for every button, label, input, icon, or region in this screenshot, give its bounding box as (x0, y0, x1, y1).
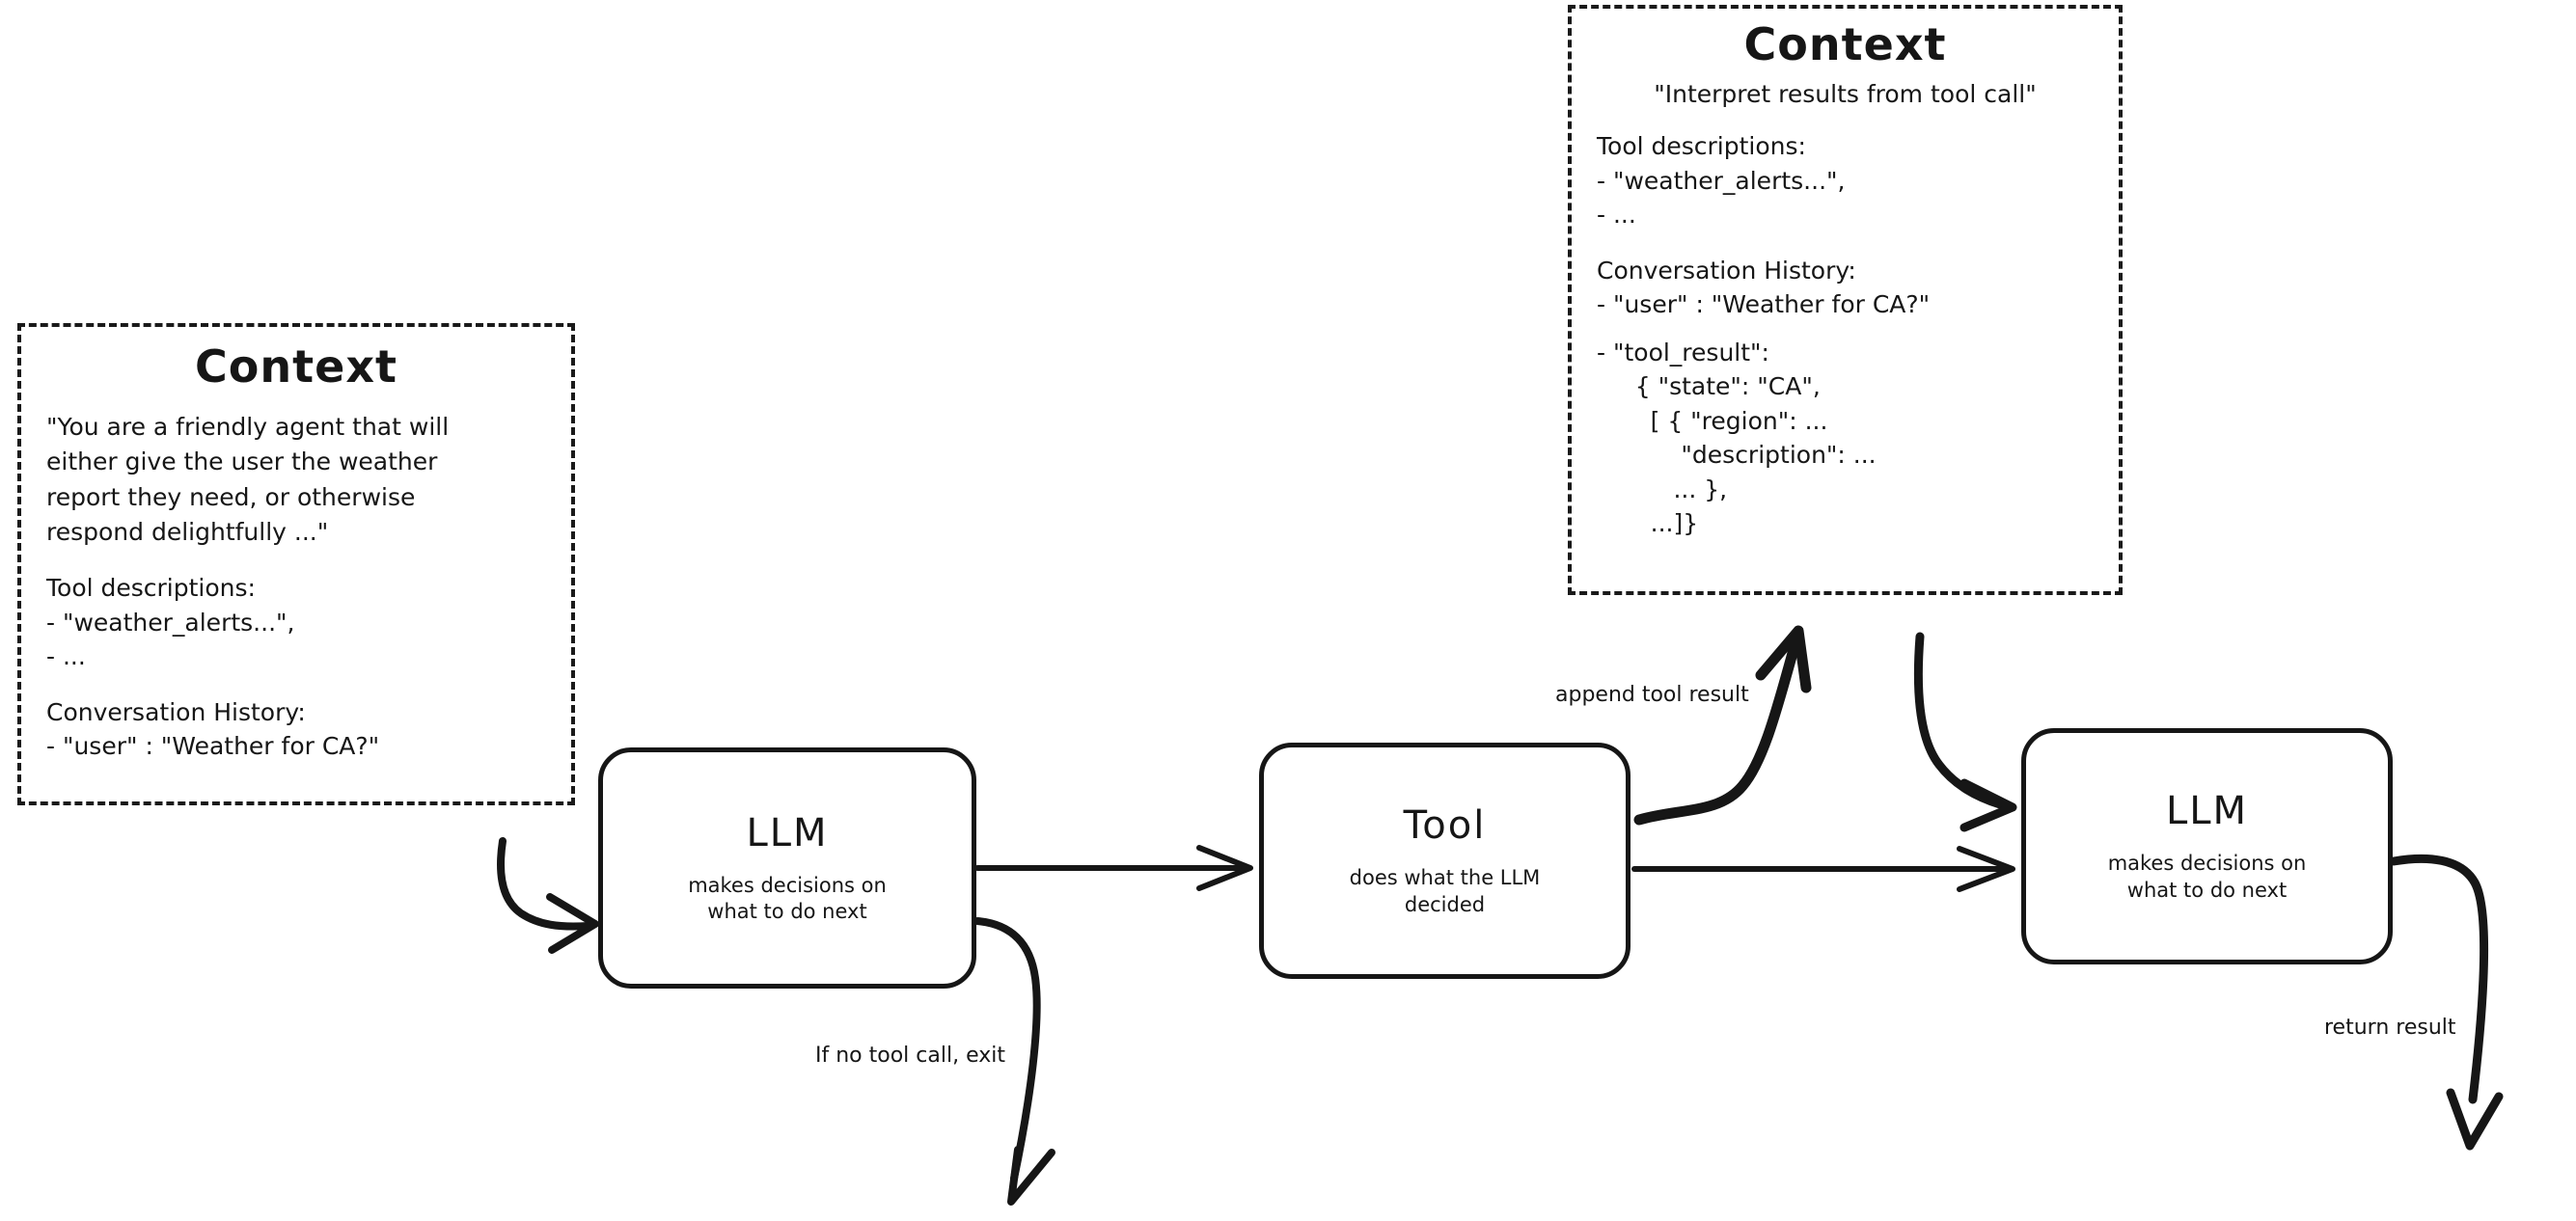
context-right-title: Context (1743, 18, 1947, 70)
context-right-tool-description-0: - "weather_alerts...", (1597, 166, 1846, 195)
arrow-tool-to-context-right (1633, 625, 1812, 826)
context-right-tool-result-header: - "tool_result": (1597, 338, 1769, 366)
node-tool[interactable]: Tool does what the LLM decided (1259, 743, 1631, 979)
arrow-llm2-return (2389, 854, 2504, 1151)
spacer (1597, 108, 2094, 129)
edge-label-if-no-tool-call: If no tool call, exit (815, 1044, 1005, 1068)
context-box-right: Context "Interpret results from tool cal… (1568, 5, 2123, 595)
context-left-tool-descriptions-header: Tool descriptions: (46, 574, 256, 602)
context-left-conversation-header: Conversation History: (46, 697, 306, 726)
context-right-conversation-0: - "user" : "Weather for CA?" (1597, 290, 1931, 318)
context-right-tool-result-line-4: ...]} (1597, 509, 1699, 537)
context-box-left: Context "You are a friendly agent that w… (17, 323, 575, 805)
context-right-body: "Interpret results from tool call" Tool … (1572, 70, 2119, 541)
spacer (1597, 322, 2094, 336)
arrow-llm1-to-tool (974, 845, 1253, 891)
node-llm-second-subtitle: makes decisions on what to do next (2107, 852, 2307, 902)
context-right-tool-result-line-2: "description": ... (1597, 441, 1877, 469)
spacer (46, 550, 546, 571)
context-right-system-prompt: "Interpret results from tool call" (1654, 80, 2037, 108)
context-left-body: "You are a friendly agent that will eith… (21, 393, 571, 764)
context-right-conversation-header: Conversation History: (1597, 256, 1856, 285)
context-right-tool-descriptions-header: Tool descriptions: (1597, 132, 1806, 160)
context-left-tool-description-1: - ... (46, 642, 86, 670)
node-llm-second[interactable]: LLM makes decisions on what to do next (2021, 728, 2393, 964)
edge-label-return-result: return result (2324, 1016, 2456, 1040)
node-llm-second-title: LLM (2165, 789, 2249, 834)
context-left-conversation-0: - "user" : "Weather for CA?" (46, 732, 380, 760)
arrow-context-right-to-llm2 (1913, 632, 2017, 832)
arrow-tool-to-llm2 (1631, 846, 2015, 892)
node-tool-title: Tool (1403, 803, 1487, 849)
arrow-context-left-to-llm1 (497, 837, 599, 954)
spacer (46, 674, 546, 695)
context-left-title: Context (195, 340, 397, 393)
node-llm-first-subtitle: makes decisions on what to do next (688, 873, 887, 923)
node-llm-first[interactable]: LLM makes decisions on what to do next (598, 747, 976, 989)
context-left-tool-description-0: - "weather_alerts...", (46, 608, 295, 637)
context-right-tool-description-1: - ... (1597, 201, 1636, 229)
context-right-tool-result-line-3: ... }, (1597, 475, 1728, 503)
spacer (1597, 232, 2094, 254)
context-right-tool-result-line-1: [ { "region": ... (1597, 406, 1828, 435)
node-tool-subtitle: does what the LLM decided (1349, 866, 1541, 916)
edge-label-append-tool-result: append tool result (1555, 683, 1749, 707)
context-right-tool-result-line-0: { "state": "CA", (1597, 372, 1821, 400)
node-llm-first-title: LLM (746, 810, 829, 855)
context-left-system-prompt: "You are a friendly agent that will eith… (46, 413, 450, 546)
